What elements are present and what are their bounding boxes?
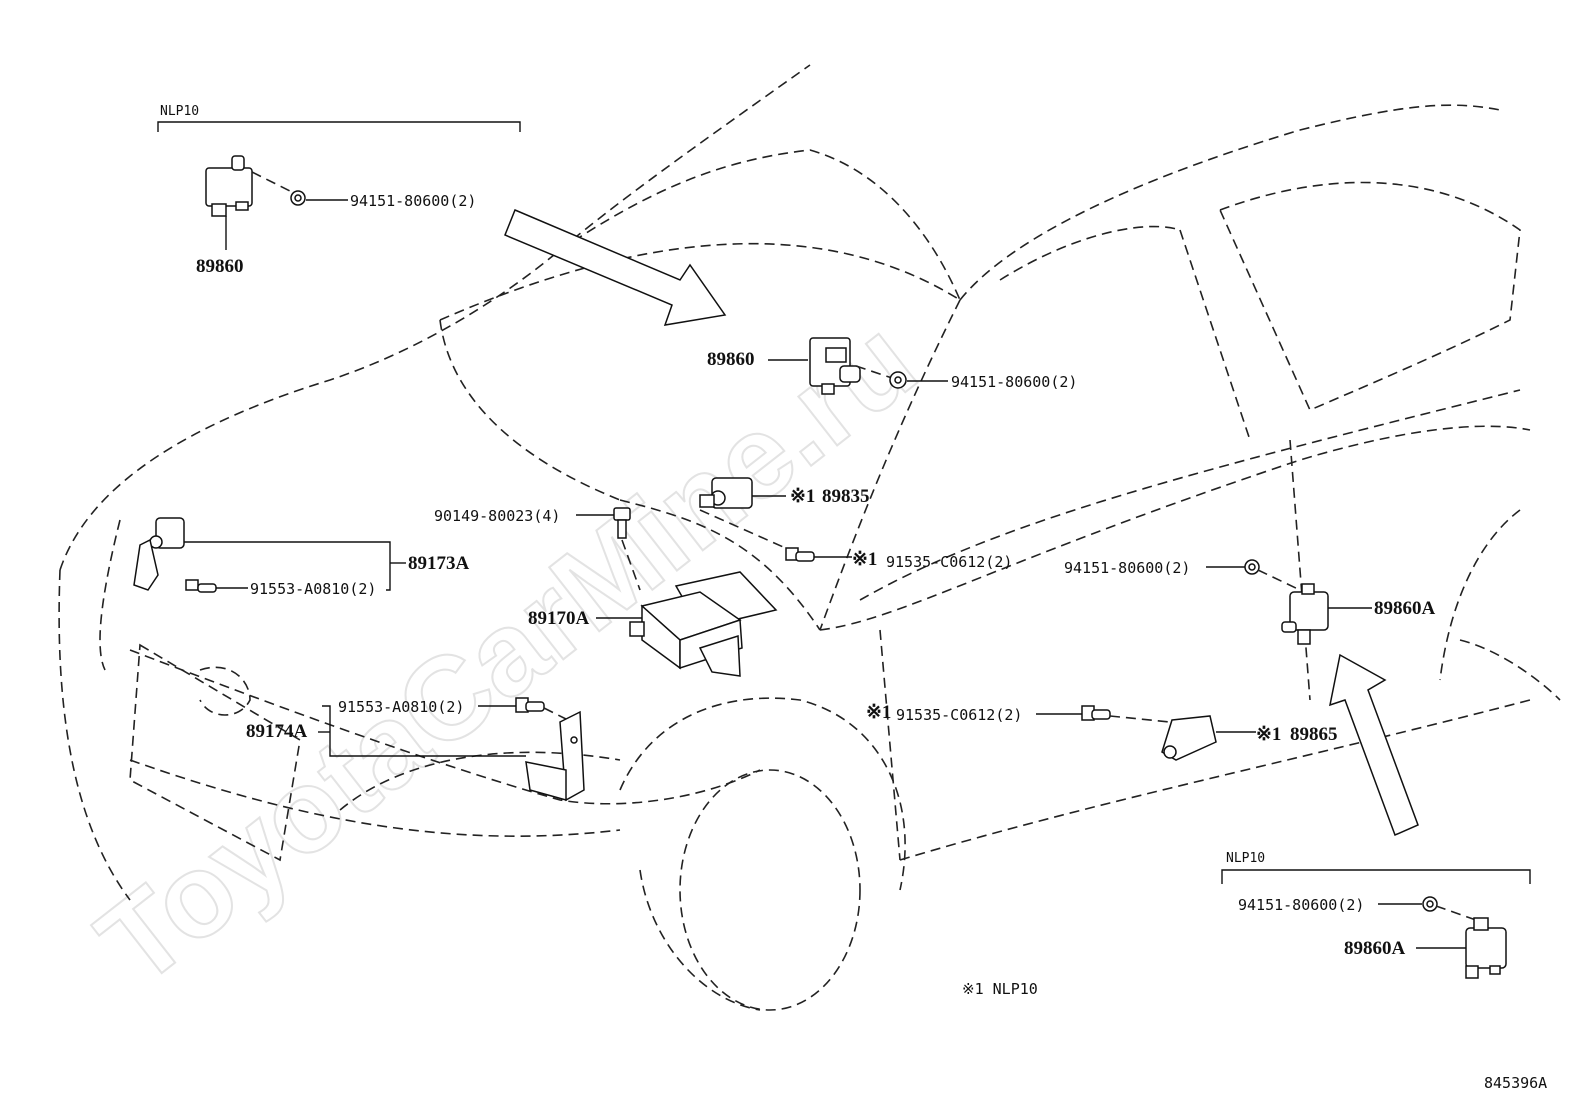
part-89174a-group: 91553-A0810(2) 89174A [246, 697, 585, 802]
part-89174a: 89174A [246, 721, 308, 742]
sensor-icon [1465, 917, 1507, 979]
part-89173a: 89173A [408, 553, 470, 574]
bolt-91535-a-group: ※1 91535-C0612(2) [785, 547, 1012, 571]
part-89170a: 89170A [528, 608, 590, 629]
bolt-icon [515, 697, 545, 713]
nlp10-group-bottom: NLP10 94151-80600(2) 89860A [1221, 851, 1531, 979]
bolt-icon [785, 547, 815, 562]
drawing-number: 845396A [1484, 1074, 1547, 1092]
bolt-icon [185, 579, 217, 593]
sensor-icon [809, 337, 861, 395]
bolt-icon [613, 507, 631, 539]
nut-icon [889, 371, 907, 389]
bolt-90149-group: 90149-80023(4) [434, 507, 641, 591]
part-89860-mid: 89860 [707, 349, 755, 370]
nut-icon [1244, 559, 1260, 575]
ecu-icon [629, 571, 778, 677]
note-91535-b: ※1 [866, 702, 891, 723]
watermark: ToyotaCarMine.ru [75, 294, 940, 1010]
sensor-icon [133, 517, 185, 591]
part-89865: 89865 [1290, 724, 1338, 745]
part-89860-mid-group: 89860 94151-80600(2) [707, 337, 1077, 395]
part-89860a-right: 89860A [1374, 598, 1436, 619]
note-89835: ※1 [790, 486, 815, 507]
part-89865-group: ※1 91535-C0612(2) ※1 89865 [866, 702, 1338, 761]
nut-icon [290, 190, 306, 206]
nlp10-group-top: NLP10 94151-80600(2) 89860 [157, 104, 521, 277]
bolt-90149: 90149-80023(4) [434, 507, 560, 525]
nut-icon [1422, 896, 1438, 912]
bolt-94151-bottom: 94151-80600(2) [1238, 896, 1364, 914]
sensor-icon [205, 155, 253, 217]
part-89860a-right-group: 94151-80600(2) 89860A [1064, 559, 1436, 645]
car-outline [58, 64, 1561, 1011]
sensor-icon [699, 477, 753, 509]
part-89173a-group: 89173A 91553-A0810(2) [133, 517, 470, 598]
bolt-94151-top: 94151-80600(2) [350, 192, 476, 210]
bolt-91553-b: 91553-A0810(2) [338, 698, 464, 716]
part-89835-group: ※1 89835 [699, 477, 870, 551]
part-89835: 89835 [822, 486, 870, 507]
bracket-icon [525, 710, 585, 802]
bolt-91553-a: 91553-A0810(2) [250, 580, 376, 598]
nlp10-label-top: NLP10 [160, 104, 199, 119]
bolt-91535-a: 91535-C0612(2) [886, 553, 1012, 571]
bolt-91535-b: 91535-C0612(2) [896, 706, 1022, 724]
note-91535-a: ※1 [852, 549, 877, 570]
bolt-94151-right: 94151-80600(2) [1064, 559, 1190, 577]
footnote: ※1 NLP10 [962, 980, 1038, 998]
bolt-icon [1081, 705, 1111, 721]
sensor-icon [1161, 715, 1217, 761]
arrow-icon [504, 209, 1419, 837]
note-89865: ※1 [1256, 724, 1281, 745]
bolt-94151-mid: 94151-80600(2) [951, 373, 1077, 391]
part-89860-top: 89860 [196, 256, 244, 277]
part-89170a-group: 89170A [528, 571, 778, 677]
nlp10-label-bottom: NLP10 [1226, 851, 1265, 866]
sensor-icon [1281, 583, 1329, 645]
part-89860a-bottom: 89860A [1344, 938, 1406, 959]
